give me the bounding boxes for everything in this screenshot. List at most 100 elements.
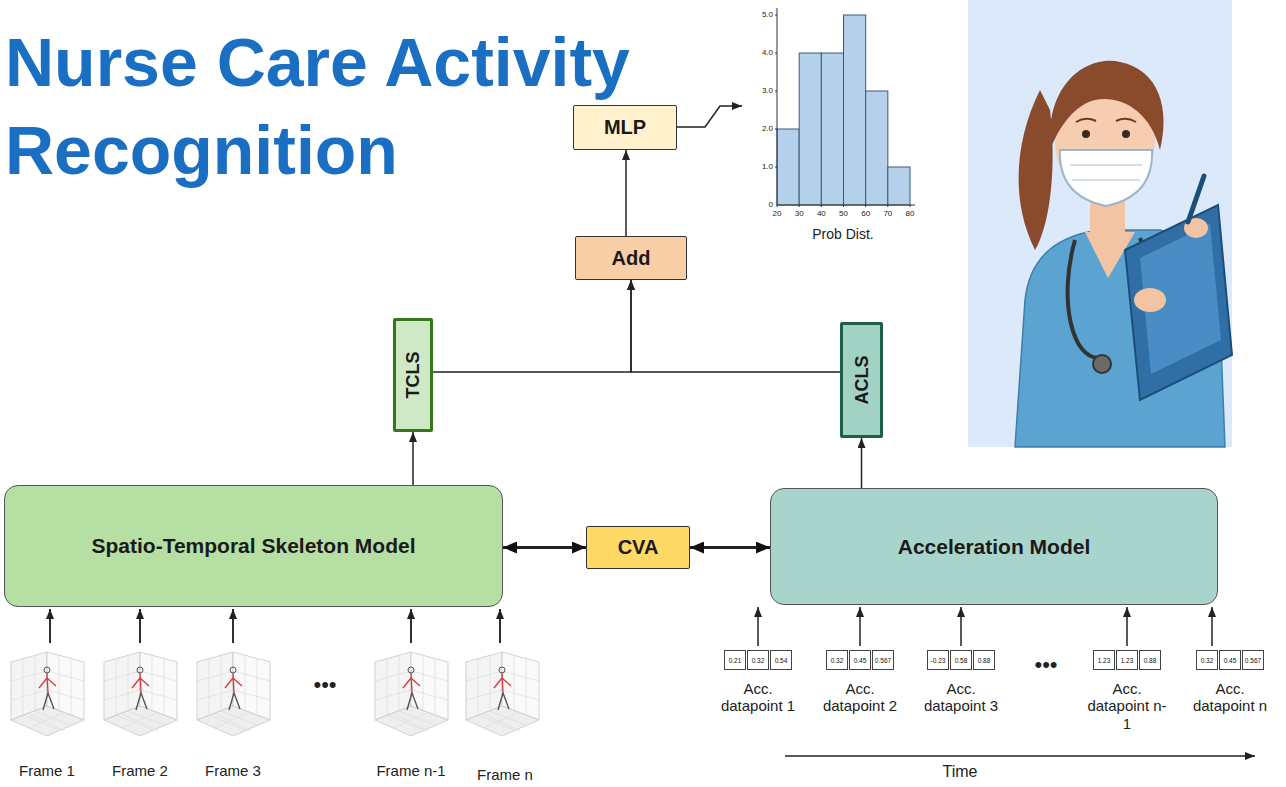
text-label: Acc. datapoint 3 <box>921 680 1001 715</box>
stethoscope-chestpiece <box>1093 355 1111 373</box>
connector <box>625 150 627 236</box>
node-text: MLP <box>604 116 646 139</box>
nurse-ponytail <box>1019 90 1053 250</box>
table-cell: 0.45 <box>849 650 871 670</box>
histogram <box>775 8 915 207</box>
input-arrow <box>757 607 759 646</box>
nurse-hand <box>1134 288 1166 312</box>
skeleton-frame <box>375 652 448 736</box>
histogram-bar <box>821 53 843 205</box>
text-label: 60 <box>861 209 870 218</box>
table-cell: 0.88 <box>1139 650 1161 670</box>
text-label: Frame 3 <box>205 762 261 779</box>
connector <box>503 546 586 549</box>
node-text: TCLS <box>403 352 424 399</box>
text-label: 0 <box>769 200 773 209</box>
token-box: TCLS <box>393 318 433 432</box>
text-label: Frame 2 <box>112 762 168 779</box>
input-arrow <box>410 609 412 643</box>
text-label: 40 <box>817 209 826 218</box>
table-cell: 0.32 <box>826 650 848 670</box>
histogram-bar <box>777 129 799 205</box>
table-cell: 0.567 <box>1242 650 1264 670</box>
input-arrow <box>960 607 962 646</box>
nurse-mask <box>1060 150 1152 206</box>
input-arrow <box>499 609 501 643</box>
stethoscope-tube <box>1068 240 1100 358</box>
input-arrow <box>49 609 51 643</box>
nurse-eye <box>1122 130 1130 138</box>
text-label: 20 <box>773 209 782 218</box>
illustration-background <box>968 0 1232 447</box>
skeleton-frame <box>11 652 84 736</box>
text-label: Frame 1 <box>19 762 75 779</box>
text-label: Acc. datapoint n-1 <box>1087 680 1167 732</box>
clipboard <box>1125 205 1232 400</box>
process-box: MLP <box>573 105 677 150</box>
table-cell: 0.21 <box>724 650 746 670</box>
node-text: Add <box>612 247 651 270</box>
text-label: ••• <box>313 672 336 697</box>
token-box: ACLS <box>840 322 883 438</box>
table-cell: 0.88 <box>973 650 995 670</box>
text-label: Frame n-1 <box>376 762 445 779</box>
histogram-bar <box>866 91 888 205</box>
text-label: 5.0 <box>762 10 773 19</box>
input-arrow <box>1211 607 1213 646</box>
nurse-eye <box>1082 130 1090 138</box>
connector <box>433 280 631 372</box>
text-label: 3.0 <box>762 86 773 95</box>
text-label: Acc. datapoint n <box>1190 680 1270 715</box>
pen <box>1188 176 1204 222</box>
node-text: Acceleration Model <box>898 535 1091 559</box>
text-label: ••• <box>1034 652 1057 677</box>
text-label: Acc. datapoint 2 <box>820 680 900 715</box>
attention-box: CVA <box>586 526 690 569</box>
table-cell: 0.567 <box>872 650 894 670</box>
text-label: Time <box>943 763 978 781</box>
table-cell: 1.23 <box>1116 650 1138 670</box>
text-label: 70 <box>883 209 892 218</box>
skeleton-frame <box>104 652 177 736</box>
table-cell: 0.32 <box>747 650 769 670</box>
histogram-bar <box>888 167 910 205</box>
table-cell: 1.23 <box>1093 650 1115 670</box>
text-label: 4.0 <box>762 48 773 57</box>
input-arrow <box>139 609 141 643</box>
histogram-bar <box>799 53 821 205</box>
connector <box>861 438 863 488</box>
model-box: Acceleration Model <box>770 488 1218 605</box>
skeleton-frame <box>466 652 539 736</box>
axis-ticks <box>775 15 910 207</box>
skeleton-frame <box>197 652 270 736</box>
text-label: Frame n <box>477 766 533 783</box>
node-text: CVA <box>618 536 659 559</box>
time-axis <box>785 755 1255 757</box>
table-cell: 0.32 <box>1196 650 1218 670</box>
table-cell: 0.58 <box>950 650 972 670</box>
text-label: 30 <box>795 209 804 218</box>
connector <box>412 432 414 485</box>
table-cell: 0.54 <box>770 650 792 670</box>
model-box: Spatio-Temporal Skeleton Model <box>4 485 503 607</box>
text-label: Prob Dist. <box>812 226 873 242</box>
nurse-brows <box>1076 119 1136 122</box>
text-label: 1.0 <box>762 162 773 171</box>
operation-box: Add <box>575 236 687 280</box>
input-arrows <box>50 609 500 643</box>
table-cell: -0.23 <box>927 650 949 670</box>
input-arrow <box>1126 607 1128 646</box>
table-cell: 0.45 <box>1219 650 1241 670</box>
node-text: ACLS <box>851 356 872 405</box>
histogram-bar <box>844 15 866 205</box>
mask-pleats <box>1070 165 1142 180</box>
node-text: Spatio-Temporal Skeleton Model <box>92 534 416 558</box>
chart-axis <box>777 8 915 205</box>
nurse-hair <box>1050 61 1164 150</box>
input-arrow <box>859 607 861 646</box>
text-label: Acc. datapoint 1 <box>718 680 798 715</box>
text-label: 50 <box>839 209 848 218</box>
input-arrow <box>232 609 234 643</box>
connector <box>631 280 840 372</box>
